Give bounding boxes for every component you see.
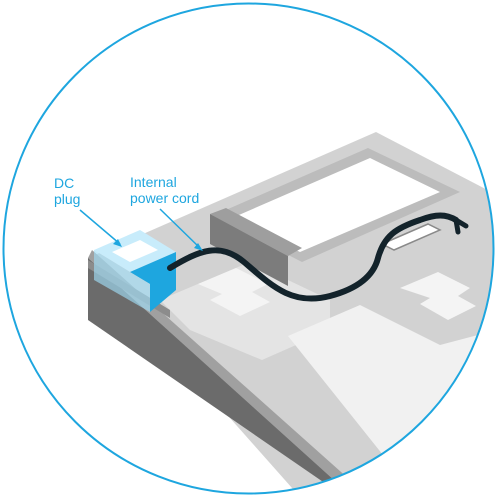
- power-cord-label-line2: power cord: [130, 190, 199, 206]
- dc-plug-label-line2: plug: [54, 191, 80, 207]
- dc-plug-label-line1: DC: [54, 175, 74, 191]
- dc-plug-leader-line: [80, 210, 120, 244]
- power-cord-label-line1: Internal: [130, 174, 177, 190]
